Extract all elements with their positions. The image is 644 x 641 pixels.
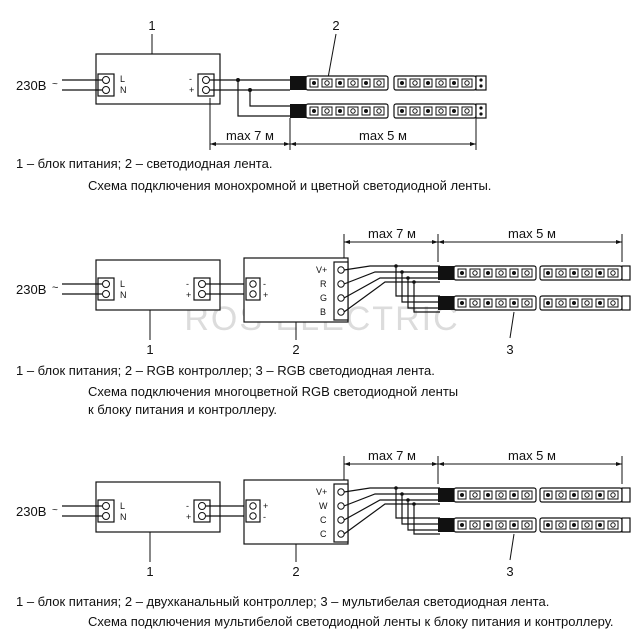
channel-w: W (319, 501, 328, 511)
max-cable-length: max 7 м (368, 448, 416, 463)
max-cable-length: max 7 м (368, 226, 416, 241)
terminal-L: L (120, 74, 125, 84)
caption-1: Схема подключения монохромной и цветной … (88, 178, 491, 193)
channel-v: V+ (316, 487, 327, 497)
voltage-label: 230В (16, 78, 46, 93)
label-psu-number: 1 (148, 18, 155, 33)
dual-channel-controller-box (243, 479, 349, 545)
max-strip-length: max 5 м (508, 448, 556, 463)
ctrl-minus: - (263, 512, 266, 522)
label-ctrl-number: 2 (292, 564, 299, 579)
label-strip-number: 3 (506, 564, 513, 579)
diagram-2: max 7 м max 5 м L N - + 230В ~ - + V+ (16, 226, 631, 417)
label-psu-number: 1 (146, 564, 153, 579)
legend-3: 1 – блок питания; 2 – двухканальный конт… (16, 594, 549, 609)
terminal-L: L (120, 279, 125, 289)
caption-2-line1: Схема подключения многоцветной RGB свето… (88, 384, 458, 399)
legend-1: 1 – блок питания; 2 – светодиодная лента… (16, 156, 272, 171)
channel-g: G (320, 293, 327, 303)
voltage-label: 230В (16, 282, 46, 297)
max-cable-length: max 7 м (226, 128, 274, 143)
voltage-label: 230В (16, 504, 46, 519)
tilde-2: ~ (52, 282, 58, 294)
label-ctrl-number: 2 (292, 342, 299, 357)
diagram-1: 1 2 L N - + 230В ~ (16, 18, 491, 193)
terminal-plus: + (186, 290, 191, 300)
channel-v: V+ (316, 265, 327, 275)
tilde-3: ~ (52, 505, 58, 516)
channel-c1: C (320, 515, 327, 525)
channel-b: B (320, 307, 326, 317)
label-psu-number: 1 (146, 342, 153, 357)
max-strip-length: max 5 м (359, 128, 407, 143)
ctrl-plus: + (263, 290, 268, 300)
label-strip-number: 2 (332, 18, 339, 33)
diagram-3: max 7 м max 5 м L N - + 230В ~ + - V+ W (16, 448, 631, 629)
terminal-minus: - (186, 279, 189, 289)
terminal-N: N (120, 85, 127, 95)
legend-2: 1 – блок питания; 2 – RGB контроллер; 3 … (16, 363, 435, 378)
max-strip-length: max 5 м (508, 226, 556, 241)
ctrl-minus: - (263, 279, 266, 289)
caption-2-line2: к блоку питания и контроллеру. (88, 402, 277, 417)
label-strip-number: 3 (506, 342, 513, 357)
terminal-N: N (120, 512, 127, 522)
caption-3: Схема подключения мультибелой светодиодн… (88, 614, 614, 629)
tilde-1: ~ (52, 79, 58, 90)
terminal-minus: - (189, 74, 192, 84)
ctrl-plus: + (263, 501, 268, 511)
channel-c2: C (320, 529, 327, 539)
terminal-plus: + (189, 85, 194, 95)
terminal-plus: + (186, 512, 191, 522)
terminal-minus: - (186, 501, 189, 511)
terminal-N: N (120, 290, 127, 300)
channel-r: R (320, 279, 327, 289)
terminal-L: L (120, 501, 125, 511)
